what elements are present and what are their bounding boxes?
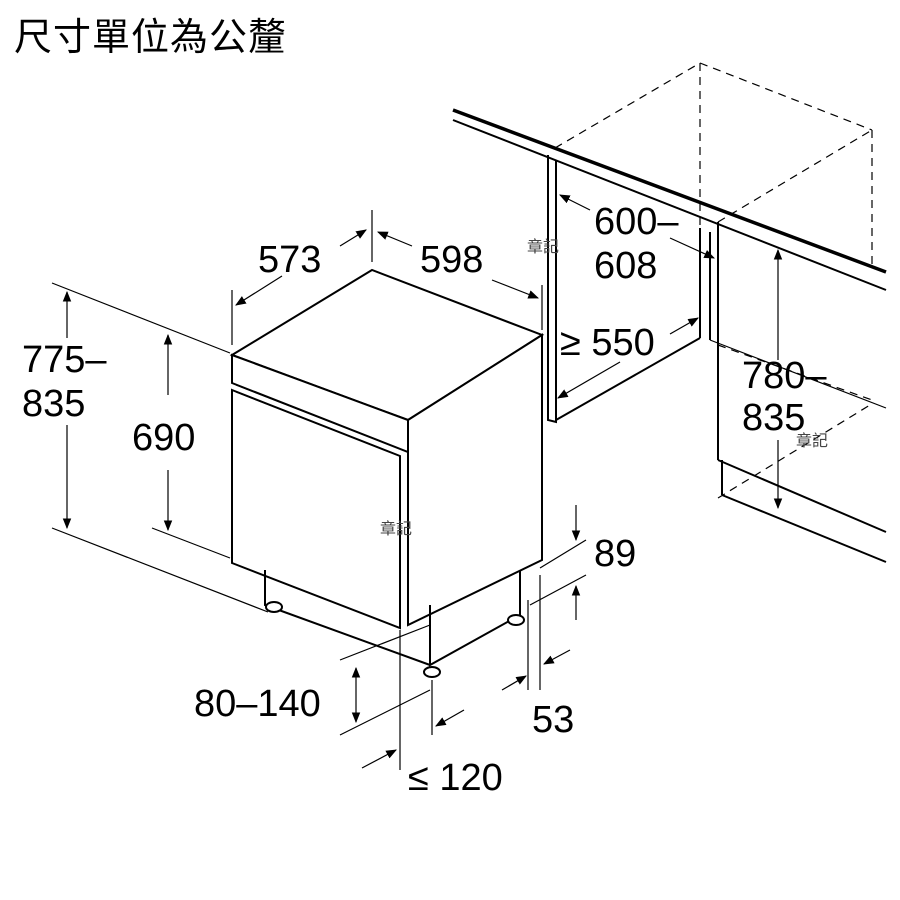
plinth-gap-label: 53 — [532, 699, 574, 741]
dimension-lines — [51, 194, 783, 770]
niche-width-label-line1: 600– — [594, 201, 679, 243]
page-title: 尺寸單位為公釐 — [14, 15, 288, 59]
width-label: 598 — [420, 239, 483, 281]
watermark: 章記 — [796, 431, 828, 450]
plinth-top-label: 89 — [594, 533, 636, 575]
niche-width-label-line2: 608 — [594, 245, 657, 287]
niche-drawing — [452, 62, 887, 563]
niche-depth-label: ≥ 550 — [560, 322, 655, 364]
niche-height-label-line2: 835 — [742, 397, 805, 439]
dishwasher-drawing — [229, 268, 545, 678]
plinth-depth-label: ≤ 120 — [408, 757, 503, 799]
watermark: 章記 — [527, 237, 559, 256]
depth-label: 573 — [258, 239, 321, 281]
total-height-label-line2: 835 — [22, 383, 85, 425]
body-height-label: 690 — [132, 417, 195, 459]
feet-adjust-label: 80–140 — [194, 683, 321, 725]
niche-height-label-line1: 780– — [742, 355, 827, 397]
watermark: 章記 — [380, 519, 412, 538]
total-height-label-line1: 775– — [22, 339, 107, 381]
